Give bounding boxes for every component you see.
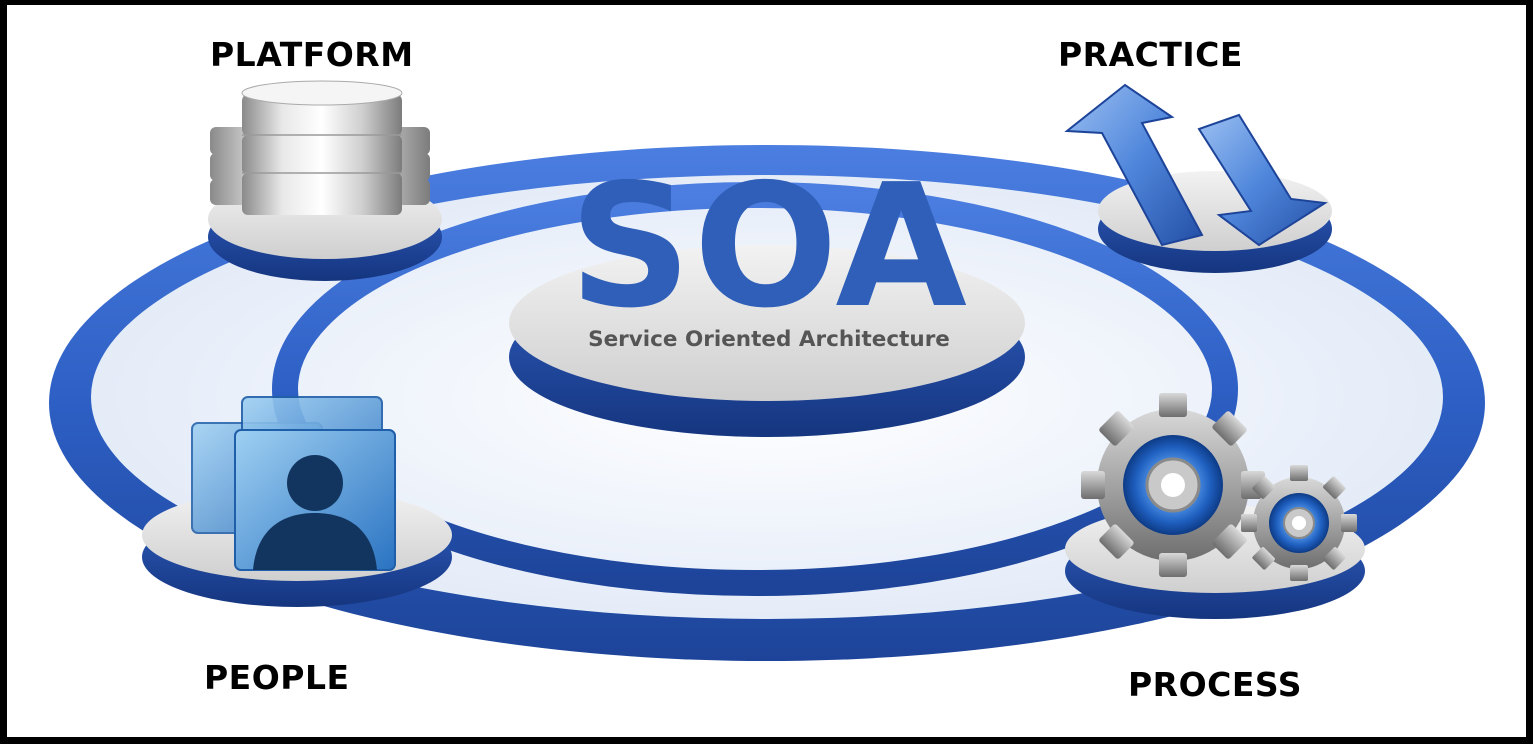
- diagram-canvas: SOA Service Oriented Architecture PLATFO…: [7, 5, 1526, 737]
- process-node: [1065, 393, 1365, 619]
- database-icon: [210, 80, 430, 215]
- gears-icon: [1081, 393, 1357, 581]
- people-label: PEOPLE: [204, 658, 350, 697]
- practice-label: PRACTICE: [1058, 35, 1243, 74]
- soa-subtitle: Service Oriented Architecture: [588, 327, 950, 352]
- practice-node: [1064, 83, 1332, 273]
- soa-diagram: SOA Service Oriented Architecture: [49, 80, 1485, 661]
- soa-title: SOA: [569, 148, 969, 346]
- process-label: PROCESS: [1128, 665, 1302, 704]
- exchange-arrows-icon: [1064, 83, 1328, 247]
- inner-ring: [272, 182, 1238, 596]
- center-disc: SOA Service Oriented Architecture: [509, 148, 1025, 437]
- platform-node: [208, 80, 442, 281]
- platform-label: PLATFORM: [210, 35, 414, 74]
- people-node: [142, 396, 452, 607]
- people-icon: [191, 396, 396, 571]
